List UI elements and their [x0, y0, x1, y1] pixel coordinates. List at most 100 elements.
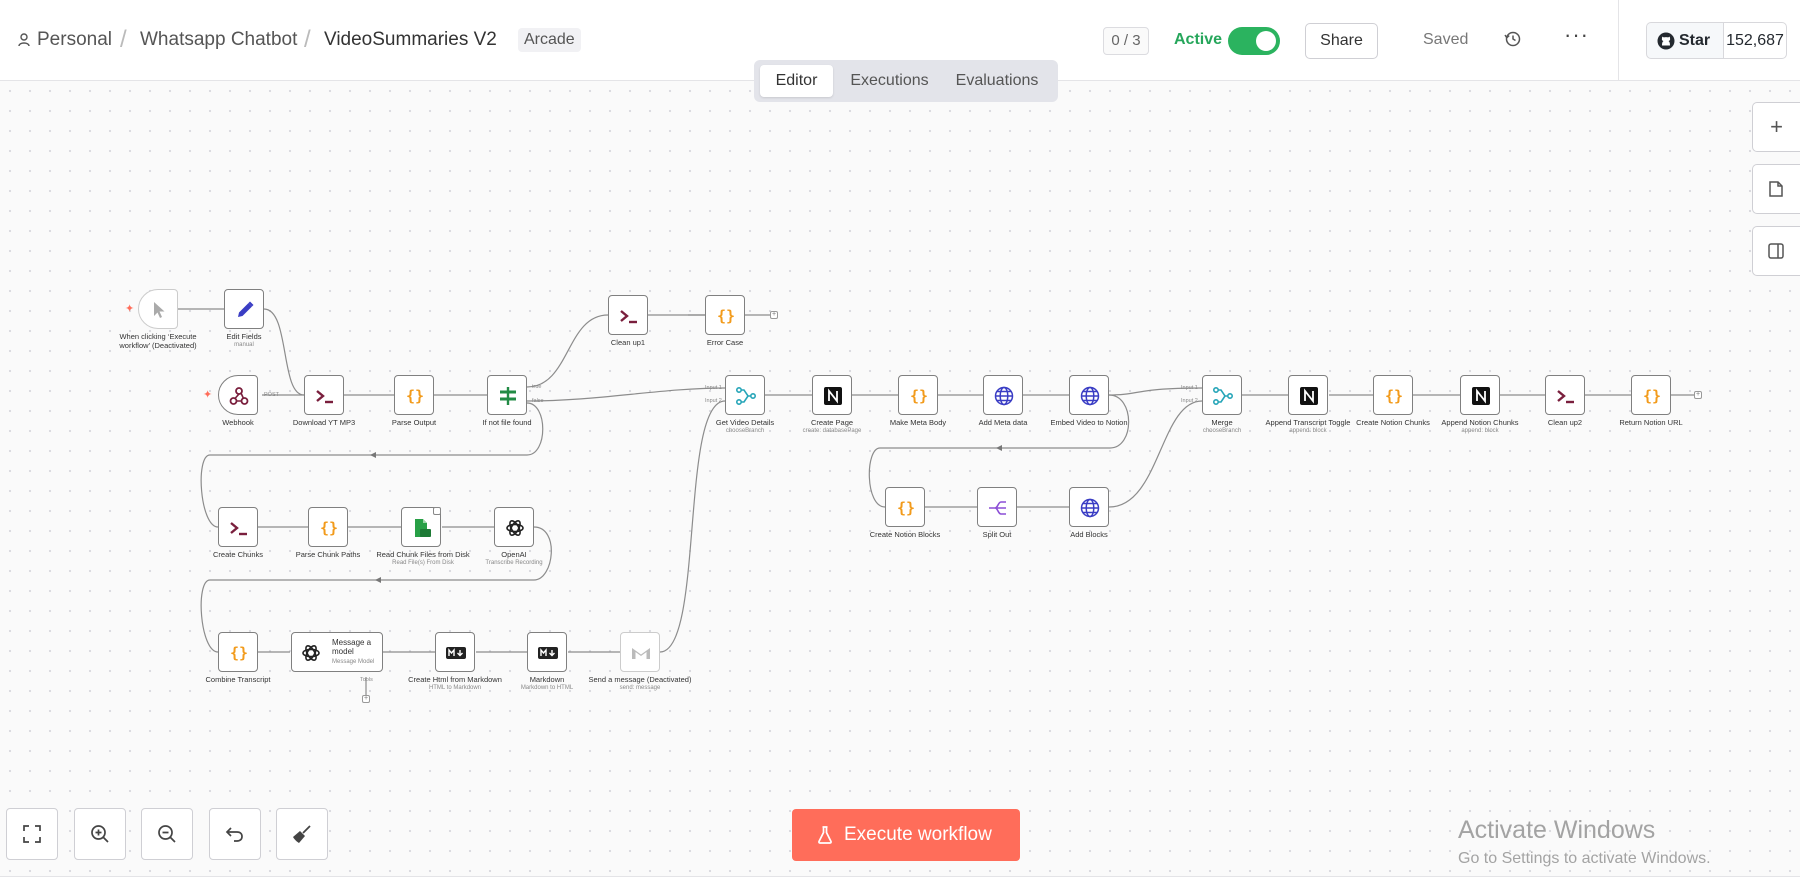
breadcrumb-personal[interactable]: Personal	[37, 29, 112, 50]
port-label: Input 2	[1181, 398, 1198, 404]
node-append-notion-chunks[interactable]	[1460, 375, 1500, 415]
toggle-panel-button[interactable]	[1752, 226, 1800, 276]
tidy-up-button[interactable]	[276, 808, 328, 860]
node-label: Webhook	[222, 418, 254, 427]
node-create-html-from-markdown[interactable]	[435, 632, 475, 672]
node-openai-transcribe[interactable]	[494, 507, 534, 547]
cursor-icon	[154, 302, 165, 318]
code-icon: {}	[716, 307, 736, 325]
add-node-plus-icon[interactable]: +	[770, 311, 778, 319]
openai-icon	[302, 645, 320, 661]
undo-button[interactable]	[209, 808, 261, 860]
openai-icon	[506, 520, 524, 536]
code-icon: {}	[896, 499, 916, 517]
panel-icon	[1768, 243, 1784, 259]
notion-icon	[824, 387, 842, 405]
gmail-icon	[632, 648, 650, 659]
tab-evaluations[interactable]: Evaluations	[955, 72, 1039, 89]
node-settings-icon[interactable]	[433, 507, 441, 515]
node-combine-transcript[interactable]: {}	[218, 632, 258, 672]
sticky-note-button[interactable]	[1752, 164, 1800, 214]
tab-editor[interactable]: Editor	[760, 65, 833, 97]
node-edit-fields[interactable]	[224, 289, 264, 329]
node-label: Send a message (Deactivated)send: messag…	[588, 675, 692, 691]
node-send-a-message[interactable]	[620, 632, 660, 672]
node-error-case[interactable]: {}	[705, 295, 745, 335]
node-return-notion-url[interactable]: {}	[1631, 375, 1671, 415]
node-split-out[interactable]	[977, 487, 1017, 527]
github-star-button[interactable]: Star	[1646, 22, 1723, 59]
trigger-bolt-icon: ✦	[203, 389, 213, 401]
node-create-notion-chunks[interactable]: {}	[1373, 375, 1413, 415]
port-label: Input 1	[705, 385, 722, 391]
code-icon: {}	[319, 519, 339, 537]
breadcrumb-project[interactable]: Whatsapp Chatbot	[140, 29, 298, 50]
add-node-plus-icon[interactable]: +	[1694, 391, 1702, 399]
node-embed-video-to-notion[interactable]	[1069, 375, 1109, 415]
code-icon: {}	[1642, 387, 1662, 405]
fit-view-button[interactable]	[6, 808, 58, 860]
node-label: Embed Video to Notion	[1050, 418, 1128, 427]
breadcrumb-separator: /	[304, 26, 311, 53]
terminal-icon	[620, 310, 637, 324]
node-label: Error Case	[706, 338, 744, 347]
workflow-name[interactable]: VideoSummaries V2	[324, 29, 497, 50]
node-markdown[interactable]	[527, 632, 567, 672]
more-options-button[interactable]: ···	[1564, 22, 1589, 47]
node-make-meta-body[interactable]: {}	[898, 375, 938, 415]
node-label: Make Meta Body	[889, 418, 947, 427]
add-tool-plus-icon[interactable]: +	[362, 695, 370, 703]
globe-icon	[1080, 386, 1100, 406]
terminal-icon	[230, 522, 247, 536]
node-if-not-file-found[interactable]	[487, 375, 527, 415]
node-merge[interactable]	[1202, 375, 1242, 415]
split-out-icon	[989, 501, 1006, 515]
node-clean-up2[interactable]	[1545, 375, 1585, 415]
zoom-in-button[interactable]	[74, 808, 126, 860]
if-branch-icon	[500, 387, 516, 405]
node-create-page[interactable]	[812, 375, 852, 415]
node-message-a-model[interactable]: Message a model Message Model	[291, 632, 383, 672]
node-add-blocks[interactable]	[1069, 487, 1109, 527]
port-label: Input 2	[705, 398, 722, 404]
node-get-video-details[interactable]	[725, 375, 765, 415]
workflow-tag[interactable]: Arcade	[518, 28, 581, 52]
share-button[interactable]: Share	[1305, 23, 1378, 59]
execute-workflow-label: Execute workflow	[844, 824, 992, 845]
active-toggle[interactable]	[1228, 27, 1280, 55]
workflow-canvas[interactable]	[0, 81, 1800, 876]
node-create-chunks[interactable]	[218, 507, 258, 547]
node-parse-chunk-paths[interactable]: {}	[308, 507, 348, 547]
node-download-yt-mp3[interactable]	[304, 375, 344, 415]
node-create-notion-blocks[interactable]: {}	[885, 487, 925, 527]
github-star-count[interactable]: 152,687	[1723, 22, 1787, 59]
node-parse-output[interactable]: {}	[394, 375, 434, 415]
tab-executions[interactable]: Executions	[850, 72, 929, 89]
broom-icon	[293, 825, 311, 843]
globe-icon	[1080, 498, 1100, 518]
node-add-meta-data[interactable]	[983, 375, 1023, 415]
windows-activation-title: Activate Windows	[1458, 816, 1656, 844]
node-label: Download YT MP3	[292, 418, 356, 427]
node-label: Parse Output	[391, 418, 437, 427]
node-webhook[interactable]	[218, 375, 258, 415]
node-read-chunk-files[interactable]	[401, 507, 441, 547]
port-label: true	[532, 384, 542, 390]
code-icon: {}	[229, 644, 249, 662]
add-node-button[interactable]: +	[1752, 102, 1800, 152]
node-title: Message a model	[332, 638, 372, 656]
undo-icon	[225, 827, 243, 842]
node-clean-up1[interactable]	[608, 295, 648, 335]
notion-icon	[1300, 387, 1318, 405]
execute-workflow-button[interactable]: Execute workflow	[792, 809, 1020, 861]
node-manual-trigger[interactable]	[138, 289, 178, 329]
history-icon[interactable]	[1503, 29, 1523, 49]
flask-icon	[818, 826, 832, 844]
node-label: Parse Chunk Paths	[295, 550, 361, 559]
node-subtitle: Message Model	[332, 659, 375, 665]
zoom-out-button[interactable]	[141, 808, 193, 860]
node-append-transcript-toggle[interactable]	[1288, 375, 1328, 415]
